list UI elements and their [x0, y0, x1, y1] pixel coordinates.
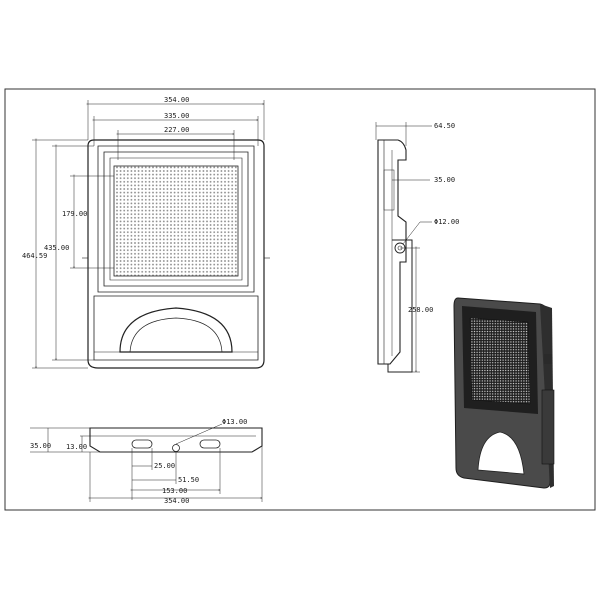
dim-led-height: 179.00: [62, 210, 87, 218]
bracket-3d: [541, 389, 555, 465]
dim-hole-diameter: Φ12.00: [434, 218, 459, 226]
drawing-border: [4, 88, 596, 511]
dim-fin-depth: 35.00: [434, 176, 455, 184]
dim-depth: 64.50: [434, 122, 455, 130]
bottom-view: Φ13.00 35.00 13.00 25.00 51.50 153.00 35…: [30, 418, 263, 505]
dim-cable-hole: Φ13.00: [222, 418, 247, 426]
mount-slot-left: [131, 439, 153, 449]
cable-hole: [172, 444, 180, 452]
led-array: [113, 165, 239, 277]
dim-bottom-height: 35.00: [30, 442, 51, 450]
dim-bottom-width: 354.00: [164, 497, 189, 505]
mount-slot-right: [199, 439, 221, 449]
dim-slot-width: 25.00: [154, 462, 175, 470]
dim-base-height: 13.00: [66, 443, 87, 451]
dim-overall-width: 354.00: [164, 96, 189, 104]
dim-inner-width: 335.00: [164, 112, 189, 120]
dim-overall-height: 464.59: [22, 252, 47, 260]
front-view: 354.00 335.00 227.00 464.59 435.00 179.0…: [22, 96, 270, 369]
isometric-view: [453, 297, 555, 489]
dim-center-offset: 51.50: [178, 476, 199, 484]
dim-bracket-length: 258.00: [408, 306, 433, 314]
dim-slot-span: 153.00: [162, 487, 187, 495]
led-array-3d: [469, 317, 531, 405]
dim-led-width: 227.00: [164, 126, 189, 134]
dim-body-height: 435.00: [44, 244, 69, 252]
handle-arch: [119, 307, 233, 353]
side-view: 64.50 35.00 Φ12.00 258.00: [375, 122, 459, 373]
